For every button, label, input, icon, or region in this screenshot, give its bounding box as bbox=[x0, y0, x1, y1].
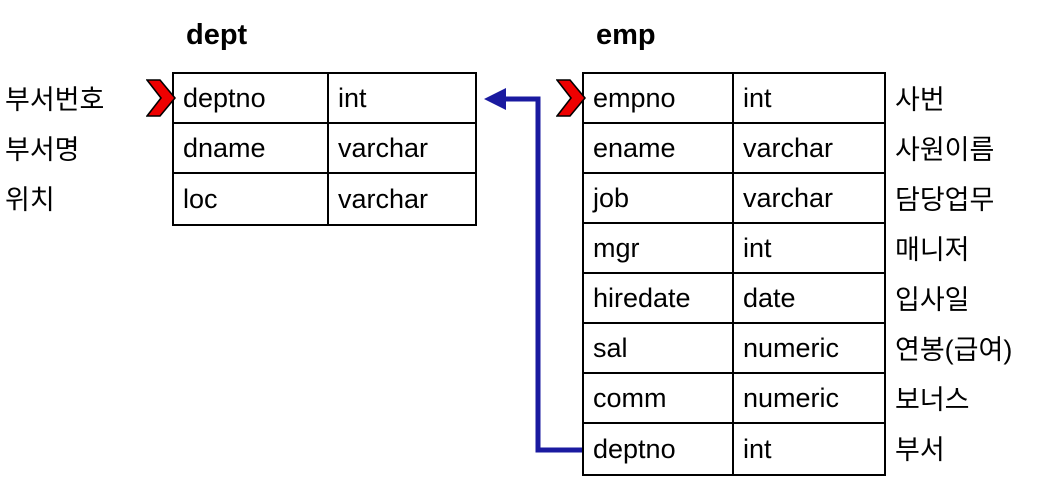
attribute-type: int bbox=[743, 82, 772, 113]
primary-key-chevron-icon-emp bbox=[555, 78, 587, 118]
annotation-emp-deptno: 부서 bbox=[895, 434, 945, 465]
attribute-name: dname bbox=[174, 124, 329, 172]
attribute-name: ename bbox=[584, 124, 734, 172]
table-row[interactable]: empno int bbox=[584, 74, 884, 124]
table-row[interactable]: deptno int bbox=[174, 74, 475, 124]
entity-table-dept: deptno int dname varchar loc varchar bbox=[172, 72, 477, 226]
attribute-type: int bbox=[743, 433, 772, 464]
table-row[interactable]: comm numeric bbox=[584, 374, 884, 424]
entity-table-emp: empno int ename varchar job varchar mgr … bbox=[582, 72, 886, 476]
table-title-dept: dept bbox=[186, 19, 248, 51]
annotation-dept-loc: 위치 bbox=[5, 184, 55, 215]
attribute-name: loc bbox=[174, 174, 329, 224]
attribute-type: date bbox=[743, 282, 796, 313]
table-row[interactable]: hiredate date bbox=[584, 274, 884, 324]
attribute-type: varchar bbox=[743, 132, 834, 163]
attribute-type: numeric bbox=[743, 332, 840, 363]
attribute-type: varchar bbox=[743, 182, 834, 213]
attribute-name: hiredate bbox=[584, 274, 734, 322]
attribute-type: numeric bbox=[743, 382, 840, 413]
table-row[interactable]: loc varchar bbox=[174, 174, 475, 224]
table-row[interactable]: mgr int bbox=[584, 224, 884, 274]
attribute-name: job bbox=[584, 174, 734, 222]
annotation-emp-hiredate: 입사일 bbox=[895, 284, 970, 315]
table-row[interactable]: deptno int bbox=[584, 424, 884, 474]
attribute-type: varchar bbox=[338, 183, 429, 214]
primary-key-chevron-icon-dept bbox=[145, 78, 177, 118]
annotation-emp-job: 담당업무 bbox=[895, 184, 995, 215]
attribute-name: sal bbox=[584, 324, 734, 372]
attribute-type: int bbox=[743, 232, 772, 263]
table-row[interactable]: ename varchar bbox=[584, 124, 884, 174]
attribute-type: int bbox=[338, 82, 367, 113]
table-row[interactable]: job varchar bbox=[584, 174, 884, 224]
attribute-name: comm bbox=[584, 374, 734, 422]
annotation-dept-dname: 부서명 bbox=[5, 134, 80, 165]
annotation-emp-comm: 보너스 bbox=[895, 384, 970, 415]
table-row[interactable]: sal numeric bbox=[584, 324, 884, 374]
attribute-name: deptno bbox=[174, 74, 329, 122]
table-row[interactable]: dname varchar bbox=[174, 124, 475, 174]
attribute-name: mgr bbox=[584, 224, 734, 272]
annotation-emp-ename: 사원이름 bbox=[895, 134, 995, 165]
attribute-name: deptno bbox=[584, 424, 734, 474]
attribute-name: empno bbox=[584, 74, 734, 122]
annotation-emp-sal: 연봉(급여) bbox=[895, 334, 1013, 365]
annotation-dept-deptno: 부서번호 bbox=[5, 84, 105, 115]
table-title-emp: emp bbox=[596, 19, 656, 51]
annotation-emp-mgr: 매니저 bbox=[895, 234, 970, 265]
attribute-type: varchar bbox=[338, 132, 429, 163]
annotation-emp-empno: 사번 bbox=[895, 84, 945, 115]
